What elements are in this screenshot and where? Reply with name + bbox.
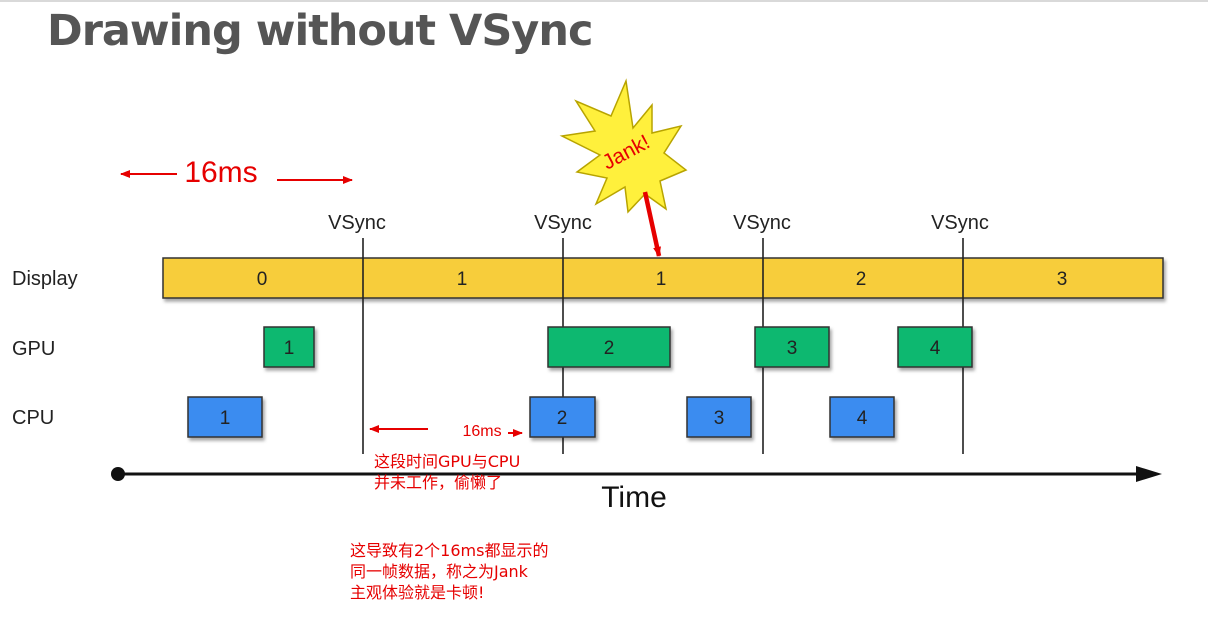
row-label-cpu: CPU (12, 407, 54, 429)
cpu-block-4-label: 4 (857, 408, 868, 429)
gpu-block-4 (897, 326, 973, 368)
time-axis-label: Time (601, 481, 667, 514)
slide-title: Drawing without VSync (47, 6, 593, 56)
jank-note-line-2: 同一帧数据，称之为Jank (350, 562, 528, 581)
vsync-label-4: VSync (931, 212, 989, 234)
row-label-display: Display (12, 268, 78, 290)
vsync-label-2: VSync (534, 212, 592, 234)
time-axis: Time (111, 466, 1162, 514)
jank-note: 这导致有2个16ms都显示的 同一帧数据，称之为Jank 主观体验就是卡顿! (350, 540, 548, 603)
display-bar (162, 257, 1164, 299)
jank-burst: Jank! (559, 78, 688, 214)
interval-arrows-small: 16ms (369, 423, 523, 440)
gpu-block-1-label: 1 (284, 338, 295, 359)
gpu-row: 1 2 3 4 (263, 326, 973, 368)
cpu-block-2-label: 2 (557, 408, 568, 429)
jank-star (559, 78, 688, 214)
row-label-gpu: GPU (12, 338, 55, 360)
display-frame-4: 3 (1057, 269, 1068, 290)
cpu-block-3 (686, 396, 752, 438)
cpu-block-1 (187, 396, 263, 438)
display-frame-3: 2 (856, 269, 867, 290)
interval-arrows-large: 16ms (120, 156, 353, 189)
idle-note-line-2: 并未工作，偷懒了 (374, 473, 503, 492)
interval-label-small: 16ms (462, 423, 501, 440)
idle-note: 这段时间GPU与CPU 并未工作，偷懒了 (374, 451, 520, 493)
cpu-block-4 (829, 396, 895, 438)
cpu-block-3-label: 3 (714, 408, 725, 429)
vsync-label-1: VSync (328, 212, 386, 234)
vsync-label-3: VSync (733, 212, 791, 234)
gpu-block-2-label: 2 (604, 338, 615, 359)
display-frames: 0 1 1 2 3 (257, 269, 1068, 290)
gpu-block-4-label: 4 (930, 338, 941, 359)
vsync-labels: VSync VSync VSync VSync (328, 212, 989, 234)
row-labels: Display GPU CPU (12, 268, 78, 429)
display-frame-2: 1 (656, 269, 667, 290)
display-frame-0: 0 (257, 269, 268, 290)
interval-label-large: 16ms (184, 156, 257, 189)
cpu-block-1-label: 1 (220, 408, 231, 429)
jank-note-line-3: 主观体验就是卡顿! (350, 583, 485, 602)
gpu-block-3-label: 3 (787, 338, 798, 359)
cpu-block-2 (529, 396, 596, 438)
jank-note-line-1: 这导致有2个16ms都显示的 (350, 541, 549, 560)
idle-note-line-1: 这段时间GPU与CPU (374, 452, 521, 471)
top-divider (0, 0, 1208, 2)
cpu-row: 1 2 3 4 (187, 396, 895, 438)
gpu-block-1 (263, 326, 315, 368)
gpu-block-2 (547, 326, 671, 368)
gpu-block-3 (754, 326, 830, 368)
jank-pointer-arrow (642, 191, 662, 257)
display-row (162, 257, 1164, 299)
time-axis-arrowhead (1136, 466, 1162, 482)
display-frame-1: 1 (457, 269, 468, 290)
